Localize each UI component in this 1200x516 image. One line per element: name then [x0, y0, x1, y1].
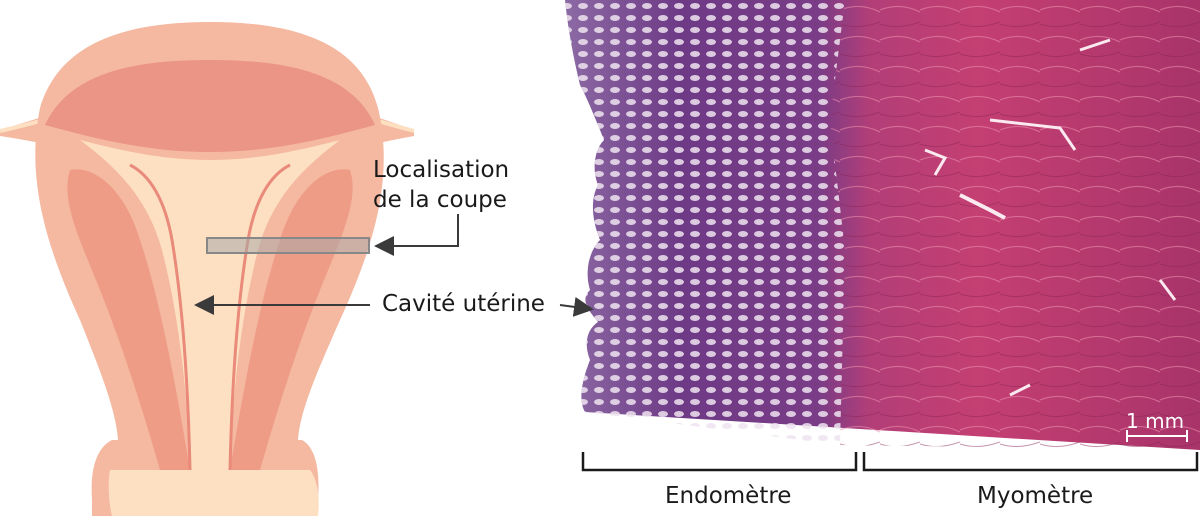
scale-bar-label: 1 mm	[1126, 409, 1185, 433]
endometrial-glands-texture	[565, 0, 845, 445]
uterine-cavity-label: Cavité utérine	[382, 291, 545, 317]
myometrium-label: Myomètre	[977, 483, 1094, 509]
section-location-label-line1: Localisation	[373, 157, 510, 183]
myometrium-fiber-texture	[830, 0, 1200, 450]
endometrium-label: Endomètre	[665, 483, 792, 509]
cervix-shape	[108, 470, 319, 516]
uterus-fundus-shape	[45, 60, 375, 152]
section-location-label-line2: de la coupe	[373, 187, 507, 213]
section-location-box	[206, 237, 370, 254]
uterus-diagram-icon	[0, 22, 415, 516]
left-muscle-shape	[67, 169, 190, 470]
